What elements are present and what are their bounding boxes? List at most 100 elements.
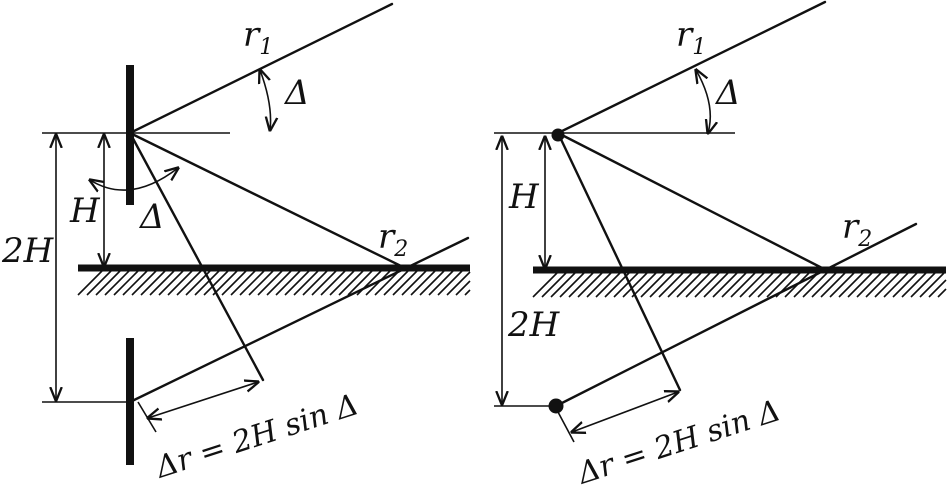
right-perpendicular-line xyxy=(556,131,682,392)
hatch-stroke xyxy=(577,272,603,298)
hatch-stroke xyxy=(649,272,675,298)
hatch-stroke xyxy=(703,272,729,298)
hatch-stroke xyxy=(586,272,612,298)
right-2h-label: 2H xyxy=(507,305,561,345)
hatch-stroke xyxy=(437,270,463,296)
left-panel: r1 Δ H Δ 2H r2 Δr = 2H sin Δ xyxy=(1,2,471,486)
hatch-stroke xyxy=(829,272,855,298)
left-2h-label: 2H xyxy=(1,231,55,271)
hatch-stroke xyxy=(874,272,900,298)
hatch-stroke xyxy=(374,270,400,296)
right-delta-r-tick xyxy=(557,411,575,443)
right-image-antenna-point xyxy=(548,398,564,414)
hatch-stroke xyxy=(338,270,364,296)
hatch-stroke xyxy=(410,270,436,296)
hatch-stroke xyxy=(266,270,292,296)
hatch-stroke xyxy=(892,272,918,298)
hatch-stroke xyxy=(856,272,882,298)
hatch-stroke xyxy=(559,272,585,298)
right-formula: Δr = 2H sin Δ xyxy=(573,393,785,490)
hatch-stroke xyxy=(568,272,594,298)
hatch-stroke xyxy=(721,272,747,298)
hatch-stroke xyxy=(910,272,936,298)
hatch-stroke xyxy=(883,272,909,298)
hatch-stroke xyxy=(392,270,418,296)
hatch-stroke xyxy=(329,270,355,296)
hatch-stroke xyxy=(694,272,720,298)
hatch-stroke xyxy=(802,272,828,298)
right-panel: r1 Δ H 2H r2 Δr = 2H sin Δ xyxy=(494,0,947,490)
hatch-stroke xyxy=(311,270,337,296)
left-r2-label: r2 xyxy=(378,217,408,262)
hatch-stroke xyxy=(541,272,567,298)
hatch-stroke xyxy=(847,272,873,298)
right-angle-arc-r1 xyxy=(696,70,710,133)
hatch-stroke xyxy=(865,272,891,298)
hatch-stroke xyxy=(347,270,373,296)
hatch-stroke xyxy=(122,270,148,296)
hatch-stroke xyxy=(293,270,319,296)
right-antenna-point xyxy=(551,128,565,142)
right-h-label: H xyxy=(508,177,540,217)
hatch-stroke xyxy=(428,270,454,296)
hatch-stroke xyxy=(401,270,427,296)
hatch-stroke xyxy=(221,270,247,296)
hatch-stroke xyxy=(77,270,103,296)
hatch-stroke xyxy=(131,270,157,296)
hatch-stroke xyxy=(532,272,558,298)
hatch-stroke xyxy=(158,270,184,296)
hatch-stroke xyxy=(820,272,846,298)
right-ground-hatching xyxy=(532,272,947,298)
hatch-stroke xyxy=(748,272,774,298)
hatch-stroke xyxy=(167,270,193,296)
hatch-stroke xyxy=(383,270,409,296)
hatch-stroke xyxy=(230,270,256,296)
left-direct-ray-r1 xyxy=(128,2,394,135)
hatch-stroke xyxy=(104,270,130,296)
hatch-stroke xyxy=(757,272,783,298)
right-direct-ray-r1 xyxy=(556,0,827,135)
left-r1-label: r1 xyxy=(243,15,273,60)
hatch-stroke xyxy=(811,272,837,298)
left-formula: Δr = 2H sin Δ xyxy=(151,387,363,486)
hatch-stroke xyxy=(203,270,229,296)
hatch-stroke xyxy=(595,272,621,298)
hatch-stroke xyxy=(239,270,265,296)
hatch-stroke xyxy=(176,270,202,296)
hatch-stroke xyxy=(550,272,576,298)
left-delta-r-dimension xyxy=(148,382,258,418)
hatch-stroke xyxy=(658,272,684,298)
left-perpendicular-line xyxy=(128,131,265,382)
left-incident-ray xyxy=(128,131,407,270)
hatch-stroke xyxy=(464,289,471,296)
hatch-stroke xyxy=(901,272,927,298)
hatch-stroke xyxy=(937,288,947,298)
hatch-stroke xyxy=(613,272,639,298)
hatch-stroke xyxy=(766,272,792,298)
hatch-stroke xyxy=(284,270,310,296)
hatch-stroke xyxy=(446,271,471,296)
hatch-stroke xyxy=(604,272,630,298)
hatch-stroke xyxy=(86,270,112,296)
hatch-stroke xyxy=(455,280,471,296)
left-angle-label-lower: Δ xyxy=(138,197,165,237)
hatch-stroke xyxy=(730,272,756,298)
left-angle-label-upper: Δ xyxy=(283,73,310,113)
hatch-stroke xyxy=(793,272,819,298)
right-angle-label-upper: Δ xyxy=(714,73,741,113)
hatch-stroke xyxy=(194,270,220,296)
hatch-stroke xyxy=(95,270,121,296)
hatch-stroke xyxy=(838,272,864,298)
hatch-stroke xyxy=(149,270,175,296)
hatch-stroke xyxy=(419,270,445,296)
right-r2-label: r2 xyxy=(842,207,872,252)
hatch-stroke xyxy=(622,272,648,298)
hatch-stroke xyxy=(140,270,166,296)
hatch-stroke xyxy=(685,272,711,298)
left-reflected-ray-r2 xyxy=(128,236,470,404)
left-angle-arc-r1 xyxy=(260,70,271,130)
hatch-stroke xyxy=(320,270,346,296)
left-ground-hatching xyxy=(77,270,471,296)
left-delta-r-tick xyxy=(137,401,157,433)
